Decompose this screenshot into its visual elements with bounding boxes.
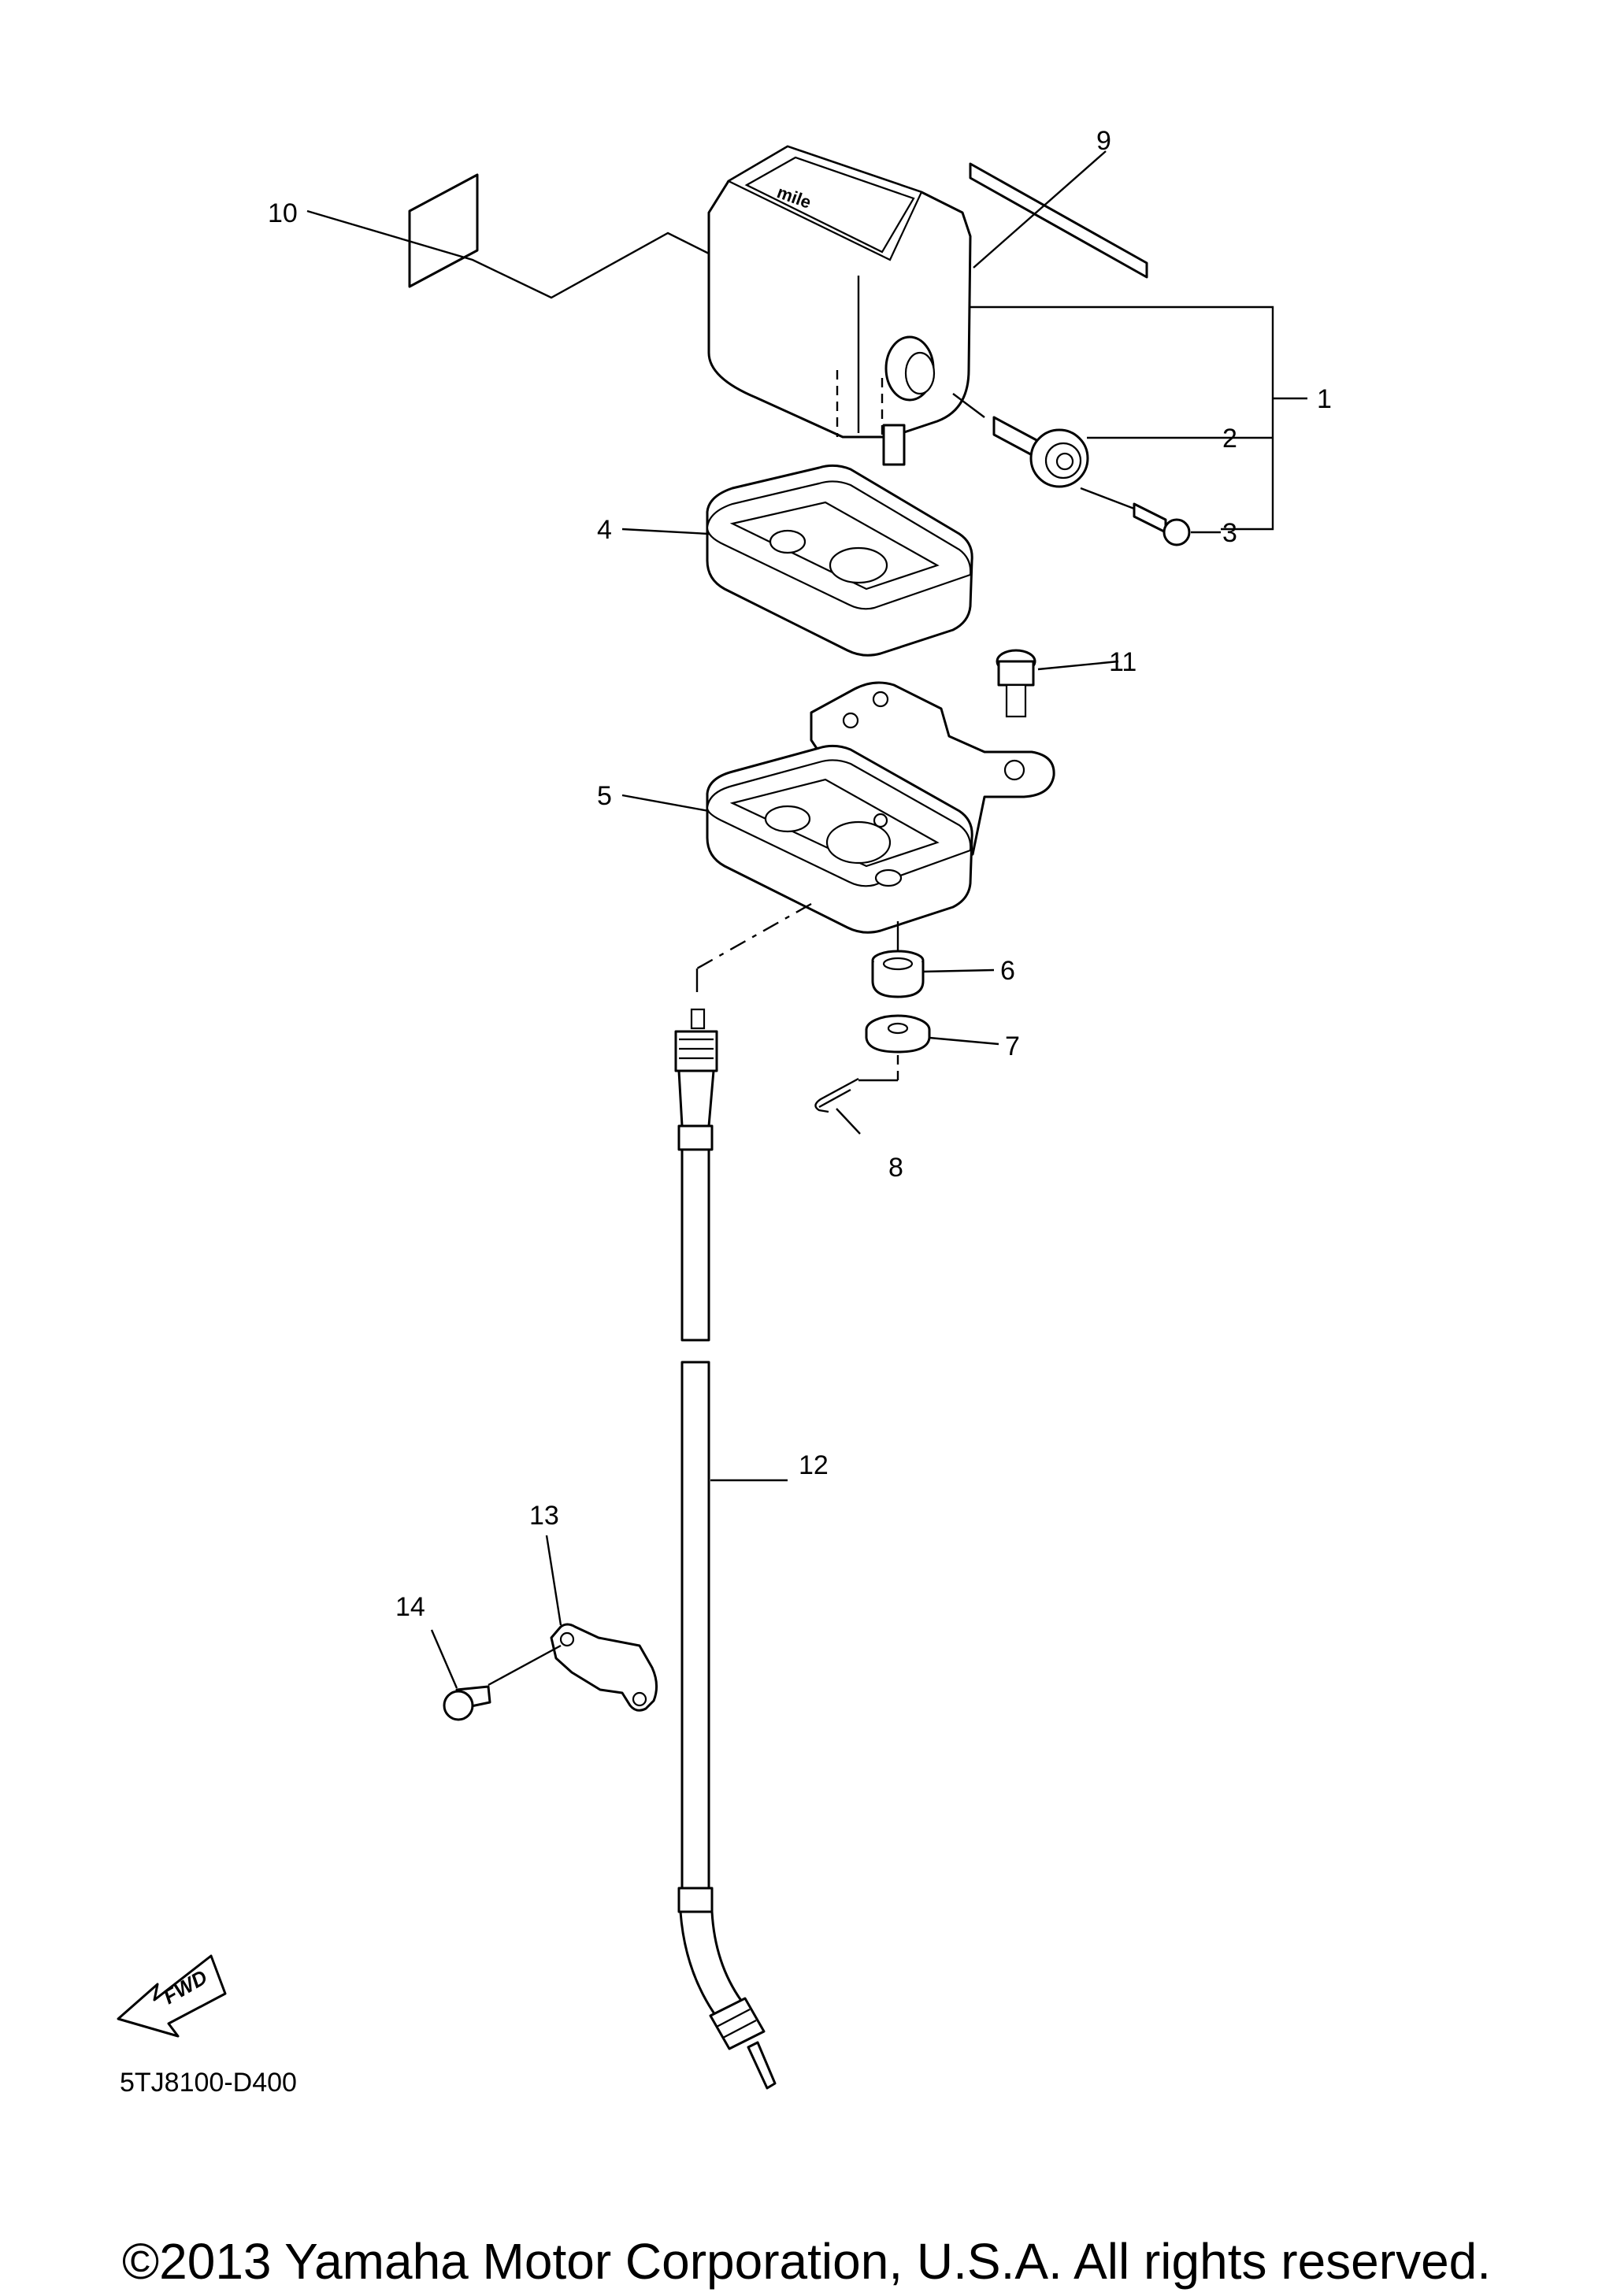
- part-8-clip: [814, 1077, 859, 1113]
- callout-13: 13: [529, 1501, 559, 1531]
- part-2-gear: [992, 416, 1089, 488]
- part-1-meter-assembly: mile: [707, 145, 1307, 531]
- callout-1: 1: [1317, 384, 1332, 414]
- fwd-arrow-icon: FWD: [117, 1954, 227, 2038]
- part-3-screw: [1133, 502, 1191, 546]
- callout-2: 2: [1222, 424, 1237, 454]
- callout-11: 11: [1109, 647, 1137, 677]
- callout-10: 10: [268, 198, 298, 228]
- part-14-screw: [443, 1685, 491, 1721]
- part-7-washer: [865, 1014, 931, 1054]
- callout-8: 8: [888, 1153, 903, 1183]
- part-6-grommet: [871, 950, 925, 998]
- diagram-code: 5TJ8100-D400: [120, 2068, 297, 2098]
- part-4-cover: [706, 464, 973, 657]
- callout-3: 3: [1222, 518, 1237, 548]
- part-12-cable: [674, 1008, 777, 2090]
- callout-4: 4: [597, 515, 612, 545]
- part-10-decal: [408, 173, 479, 288]
- part-9-strip: [969, 162, 1148, 279]
- callout-9: 9: [1096, 126, 1111, 156]
- copyright-notice: ©2013 Yamaha Motor Corporation, U.S.A. A…: [122, 2233, 1491, 2290]
- part-11-bolt: [996, 649, 1036, 718]
- part-13-clamp: [550, 1623, 658, 1712]
- callout-6: 6: [1000, 956, 1015, 986]
- callout-5: 5: [597, 781, 612, 811]
- part-5-bracket: [706, 681, 1055, 934]
- callout-14: 14: [395, 1592, 425, 1622]
- callout-12: 12: [799, 1450, 829, 1480]
- callout-7: 7: [1005, 1031, 1020, 1061]
